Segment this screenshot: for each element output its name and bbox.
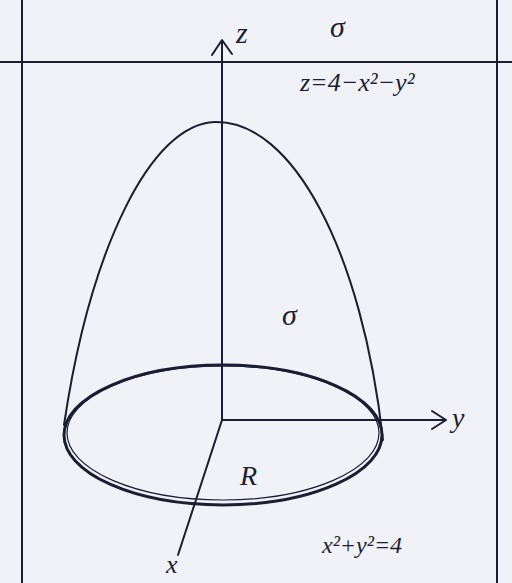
paraboloid-surface [64, 122, 383, 440]
axis-arrowhead [212, 40, 232, 55]
math-label: y [452, 404, 464, 432]
y-axis [222, 419, 444, 421]
math-label: x²+y²=4 [322, 533, 402, 557]
frame-line [0, 61, 512, 63]
math-label: σ [330, 12, 345, 42]
base-disk [64, 365, 382, 505]
math-label: x [166, 552, 178, 578]
frame-line [21, 0, 23, 583]
math-label: R [240, 462, 257, 490]
math-label: z [236, 18, 248, 48]
x-axis [178, 420, 222, 555]
axis-arrowhead [432, 411, 446, 429]
math-label: σ [282, 300, 297, 330]
frame-line [496, 0, 498, 583]
base-disk [67, 366, 379, 500]
math-label: z=4−x²−y² [300, 70, 414, 96]
z-axis [221, 42, 223, 420]
